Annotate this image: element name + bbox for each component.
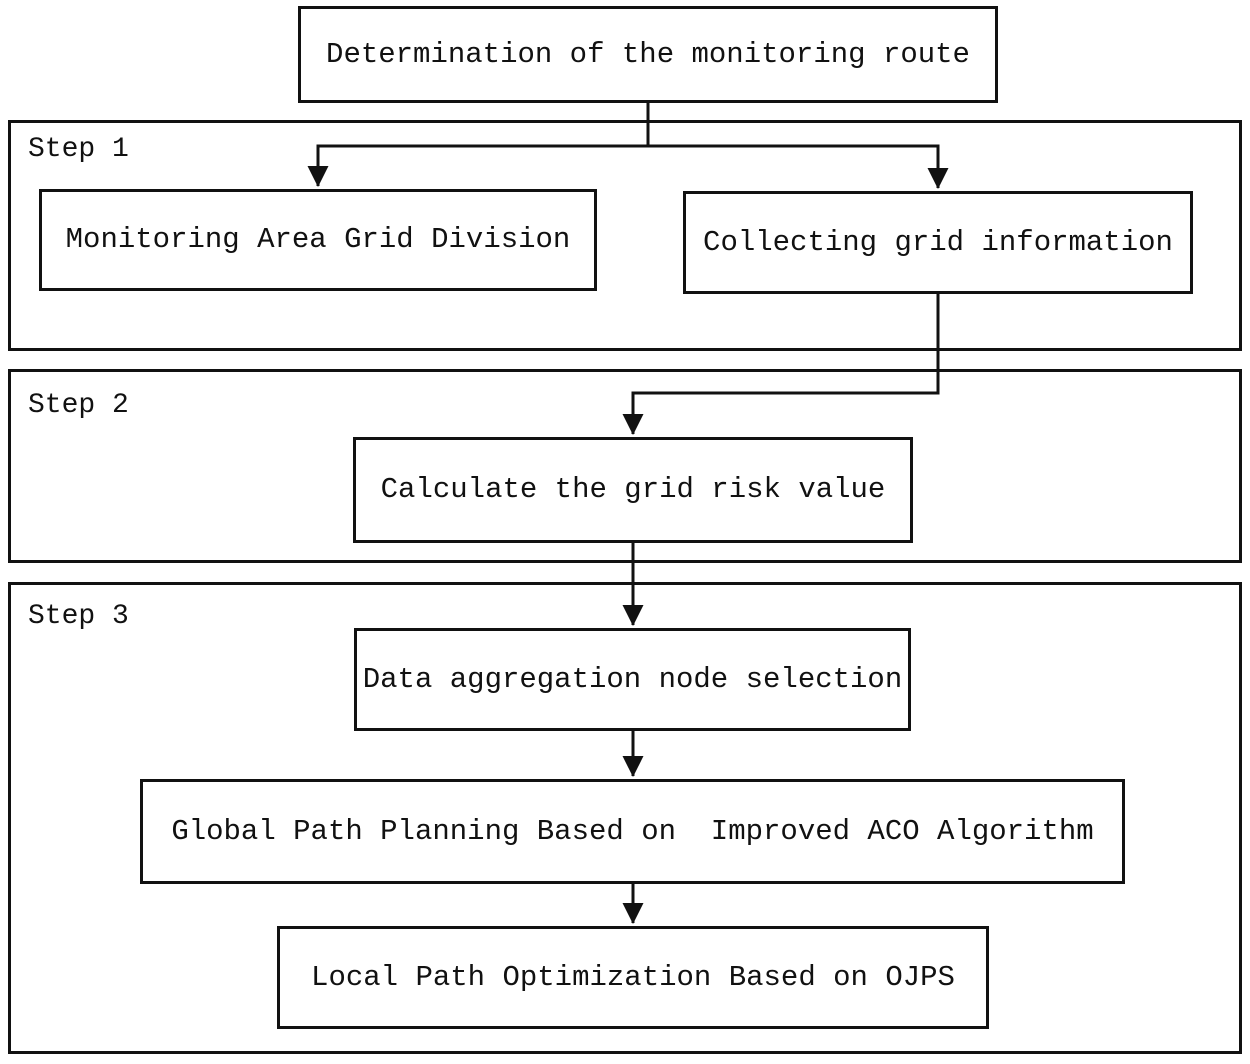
node-calculate-grid-risk-value: Calculate the grid risk value: [353, 437, 913, 543]
node-determination-label: Determination of the monitoring route: [326, 37, 970, 71]
node-local-path-optimization-ojps-label: Local Path Optimization Based on OJPS: [311, 960, 955, 994]
step-3-label: Step 3: [28, 601, 129, 632]
node-data-aggregation-node-selection-label: Data aggregation node selection: [362, 662, 903, 696]
step-1-label: Step 1: [28, 134, 129, 165]
node-collecting-grid-information: Collecting grid information: [683, 191, 1193, 294]
node-collecting-grid-information-label: Collecting grid information: [703, 225, 1173, 259]
step-2-group: [8, 369, 1242, 563]
node-data-aggregation-node-selection: Data aggregation node selection: [354, 628, 911, 731]
node-local-path-optimization-ojps: Local Path Optimization Based on OJPS: [277, 926, 989, 1029]
node-monitoring-area-grid-division: Monitoring Area Grid Division: [39, 189, 597, 291]
step-2-label: Step 2: [28, 390, 129, 421]
node-calculate-grid-risk-value-label: Calculate the grid risk value: [380, 473, 886, 506]
node-determination-of-monitoring-route: Determination of the monitoring route: [298, 6, 998, 103]
step-3-group: [8, 582, 1242, 1054]
node-monitoring-area-grid-division-label: Monitoring Area Grid Division: [65, 223, 571, 256]
node-global-path-planning-aco-label: Global Path Planning Based on Improved A…: [171, 814, 1094, 848]
node-global-path-planning-aco: Global Path Planning Based on Improved A…: [140, 779, 1125, 884]
step-1-group: [8, 120, 1242, 351]
